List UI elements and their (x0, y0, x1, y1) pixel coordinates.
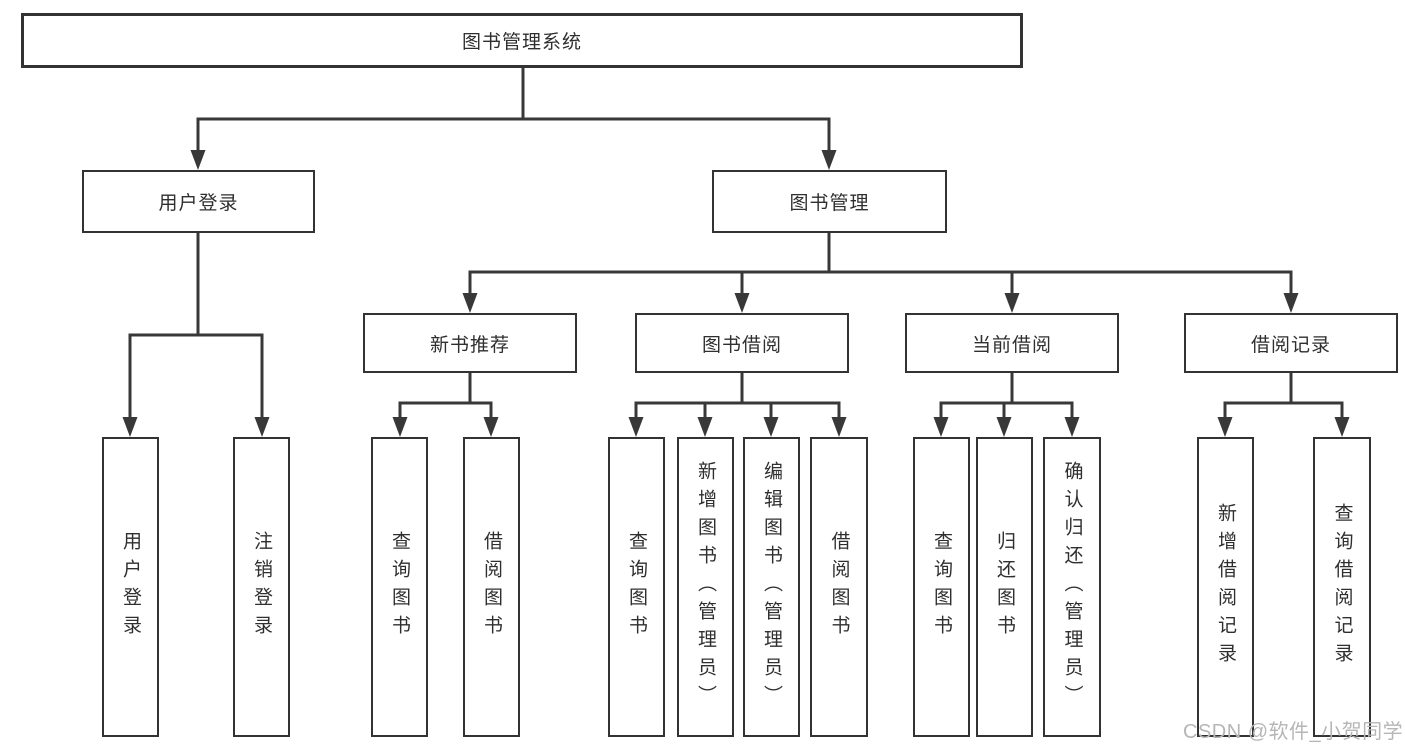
node-leaf-logout: 注销登录 (233, 437, 290, 737)
node-book-management: 图书管理 (712, 170, 947, 233)
node-leaf-cb-query-book: 查询图书 (913, 437, 970, 737)
node-leaf-bb-borrow-book: 借阅图书 (810, 437, 868, 737)
node-leaf-bb-query-book: 查询图书 (608, 437, 665, 737)
leaf-label: 查询借阅记录 (1331, 503, 1353, 671)
node-book-borrowing: 图书借阅 (635, 313, 849, 373)
leaf-label: 注销登录 (251, 531, 272, 643)
leaf-label: 用户登录 (120, 531, 141, 643)
node-leaf-br-query-record: 查询借阅记录 (1313, 437, 1371, 737)
node-leaf-bb-add-book: 新增图书（管理员） (677, 437, 734, 737)
leaf-label: 借阅图书 (828, 531, 850, 643)
connector-new-book-rec-children (392, 373, 499, 437)
connector-book-mgmt-children (462, 233, 1299, 313)
node-borrowing-records: 借阅记录 (1184, 313, 1398, 373)
node-new-book-recommendation: 新书推荐 (363, 313, 577, 373)
connector-user-login-children (122, 233, 270, 437)
node-user-login: 用户登录 (82, 170, 315, 233)
leaf-label: 查询图书 (931, 531, 952, 643)
connector-root-to-level2 (190, 68, 837, 170)
node-leaf-br-add-record: 新增借阅记录 (1197, 437, 1254, 737)
node-current-borrowing: 当前借阅 (905, 313, 1119, 373)
leaf-label: 编辑图书（管理员） (761, 461, 782, 713)
leaf-label: 归还图书 (994, 531, 1015, 643)
connector-current-borrow-children (933, 373, 1080, 437)
node-leaf-rec-query-book: 查询图书 (371, 437, 428, 737)
node-leaf-cb-return-book: 归还图书 (976, 437, 1033, 737)
connector-borrow-record-children (1217, 373, 1350, 437)
leaf-label: 确认归还（管理员） (1061, 461, 1083, 713)
node-root-system: 图书管理系统 (21, 13, 1023, 68)
csdn-watermark: CSDN @软件_小贺同学 (1183, 721, 1404, 743)
leaf-label: 新增借阅记录 (1215, 503, 1236, 671)
leaf-label: 查询图书 (626, 531, 647, 643)
node-leaf-cb-confirm-return: 确认归还（管理员） (1043, 437, 1101, 737)
node-leaf-bb-edit-book: 编辑图书（管理员） (743, 437, 800, 737)
connector-book-borrow-children (628, 373, 847, 437)
node-leaf-rec-borrow-book: 借阅图书 (463, 437, 520, 737)
node-leaf-user-login: 用户登录 (102, 437, 159, 737)
leaf-label: 新增图书（管理员） (695, 461, 716, 713)
leaf-label: 查询图书 (389, 531, 410, 643)
leaf-label: 借阅图书 (481, 531, 502, 643)
